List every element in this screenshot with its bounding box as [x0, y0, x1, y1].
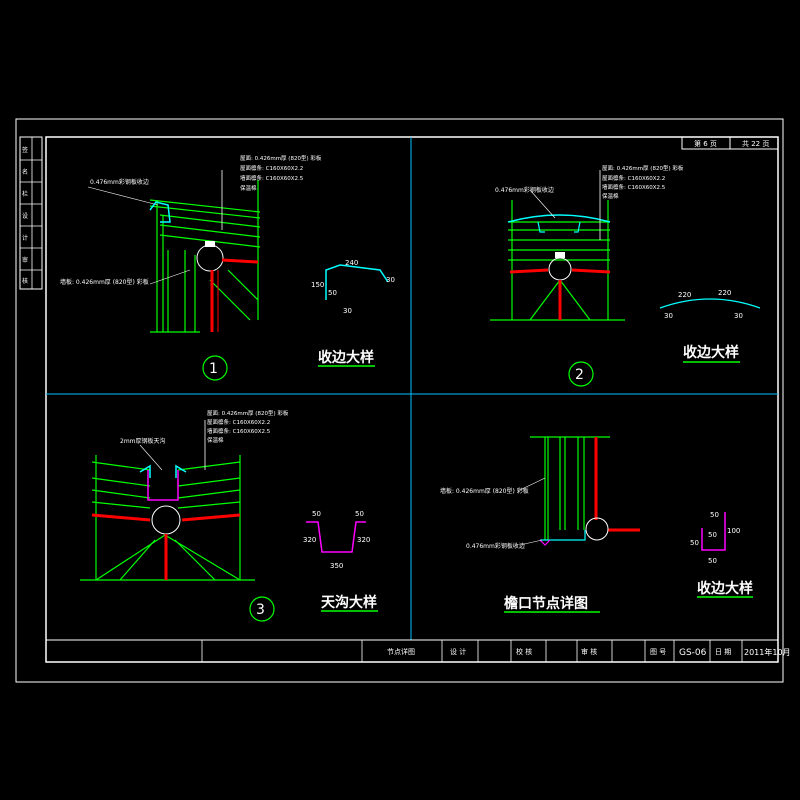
detail-2: 屋面: 0.426mm厚 (820型) 彩板 屋面檩条: C160X60X2.2…: [490, 164, 761, 387]
dim-label: 320: [357, 536, 370, 544]
detail-title: 收边大样: [683, 344, 739, 361]
note: 屋面: 0.426mm厚 (820型) 彩板: [207, 409, 289, 417]
design-label: 设 计: [450, 647, 466, 656]
detail-1: 屋面: 0.426mm厚 (820型) 彩板 屋面檩条: C160X60X2.2…: [60, 154, 395, 381]
detail-number: 2: [575, 367, 584, 383]
note: 墙板: 0.426mm厚 (820型) 彩板: [60, 278, 149, 286]
edge-title: 收边大样: [697, 580, 753, 597]
dim-label: 50: [355, 510, 364, 518]
sidebar-cell: 计: [22, 234, 28, 242]
note: 墙面檩条: C160X60X2.5: [240, 174, 304, 182]
dim-label: 30: [386, 276, 395, 284]
detail-title: 天沟大样: [321, 594, 377, 611]
note: 屋面: 0.426mm厚 (820型) 彩板: [602, 164, 684, 172]
dim-label: 100: [727, 527, 740, 535]
note: 屋面檩条: C160X60X2.2: [240, 164, 303, 172]
dim-label: 50: [328, 289, 337, 297]
detail-title: 檐口节点详图: [504, 595, 588, 612]
sidebar-cell: 签: [22, 146, 28, 154]
drawing-no: GS-06: [679, 648, 707, 658]
note: 屋面檩条: C160X60X2.2: [207, 418, 270, 426]
sheet-label: 第 6 页: [694, 139, 717, 148]
dim-label: 240: [345, 259, 358, 267]
note: 墙板: 0.426mm厚 (820型) 彩板: [440, 487, 529, 495]
dim-label: 30: [664, 312, 673, 320]
drawing-no-label: 图 号: [650, 648, 666, 656]
sidebar: 签 名 栏 设 计 审 核: [19, 136, 43, 290]
date-label: 日 期: [715, 648, 731, 656]
review-label: 审 核: [581, 647, 597, 656]
dim-label: 50: [708, 557, 717, 565]
dim-label: 220: [678, 291, 691, 299]
note: 0.476mm彩钢板收边: [466, 542, 525, 550]
sheet-number: 第 6 页 共 22 页: [681, 136, 779, 150]
note: 保温棉: [240, 184, 257, 192]
sidebar-cell: 核: [22, 277, 28, 285]
dim-label: 50: [710, 511, 719, 519]
drawing-name: 节点详图: [387, 647, 415, 656]
detail-number: 3: [256, 602, 265, 618]
note: 墙面檩条: C160X60X2.5: [602, 183, 666, 191]
sidebar-cell: 名: [22, 168, 28, 176]
dim-label: 30: [343, 307, 352, 315]
dim-label: 150: [311, 281, 324, 289]
detail-number: 1: [209, 361, 218, 377]
detail-3: 屋面: 0.426mm厚 (820型) 彩板 屋面檩条: C160X60X2.2…: [80, 409, 378, 622]
note: 屋面: 0.426mm厚 (820型) 彩板: [240, 154, 322, 162]
sidebar-cell: 设: [22, 212, 28, 220]
note: 屋面檩条: C160X60X2.2: [602, 174, 665, 182]
dim-label: 350: [330, 562, 343, 570]
note: 2mm厚钢板天沟: [120, 437, 166, 445]
dim-label: 220: [718, 289, 731, 297]
detail-4: 墙板: 0.426mm厚 (820型) 彩板 0.476mm彩钢板收边 檐口节点…: [440, 436, 753, 613]
note: 保温棉: [602, 192, 619, 200]
outer-frame: [15, 118, 784, 683]
dim-label: 50: [312, 510, 321, 518]
dim-label: 320: [303, 536, 316, 544]
sheet-total: 共 22 页: [742, 139, 769, 148]
detail-title: 收边大样: [318, 349, 374, 366]
dim-label: 50: [690, 539, 699, 547]
check-label: 校 核: [516, 647, 532, 656]
sidebar-cell: 审: [22, 256, 28, 264]
dim-label: 50: [708, 531, 717, 539]
date-value: 2011年10月: [744, 647, 791, 657]
note: 墙面檩条: C160X60X2.5: [207, 427, 271, 435]
note: 0.476mm彩钢板收边: [90, 178, 149, 186]
title-block: 节点详图 设 计 校 核 审 核 图 号 GS-06 日 期 2011年10月: [46, 639, 791, 662]
sidebar-cell: 栏: [22, 190, 28, 198]
inner-frame: [45, 136, 779, 663]
dim-label: 30: [734, 312, 743, 320]
note: 保温棉: [207, 436, 224, 444]
note: 0.476mm彩钢板收边: [495, 186, 554, 194]
